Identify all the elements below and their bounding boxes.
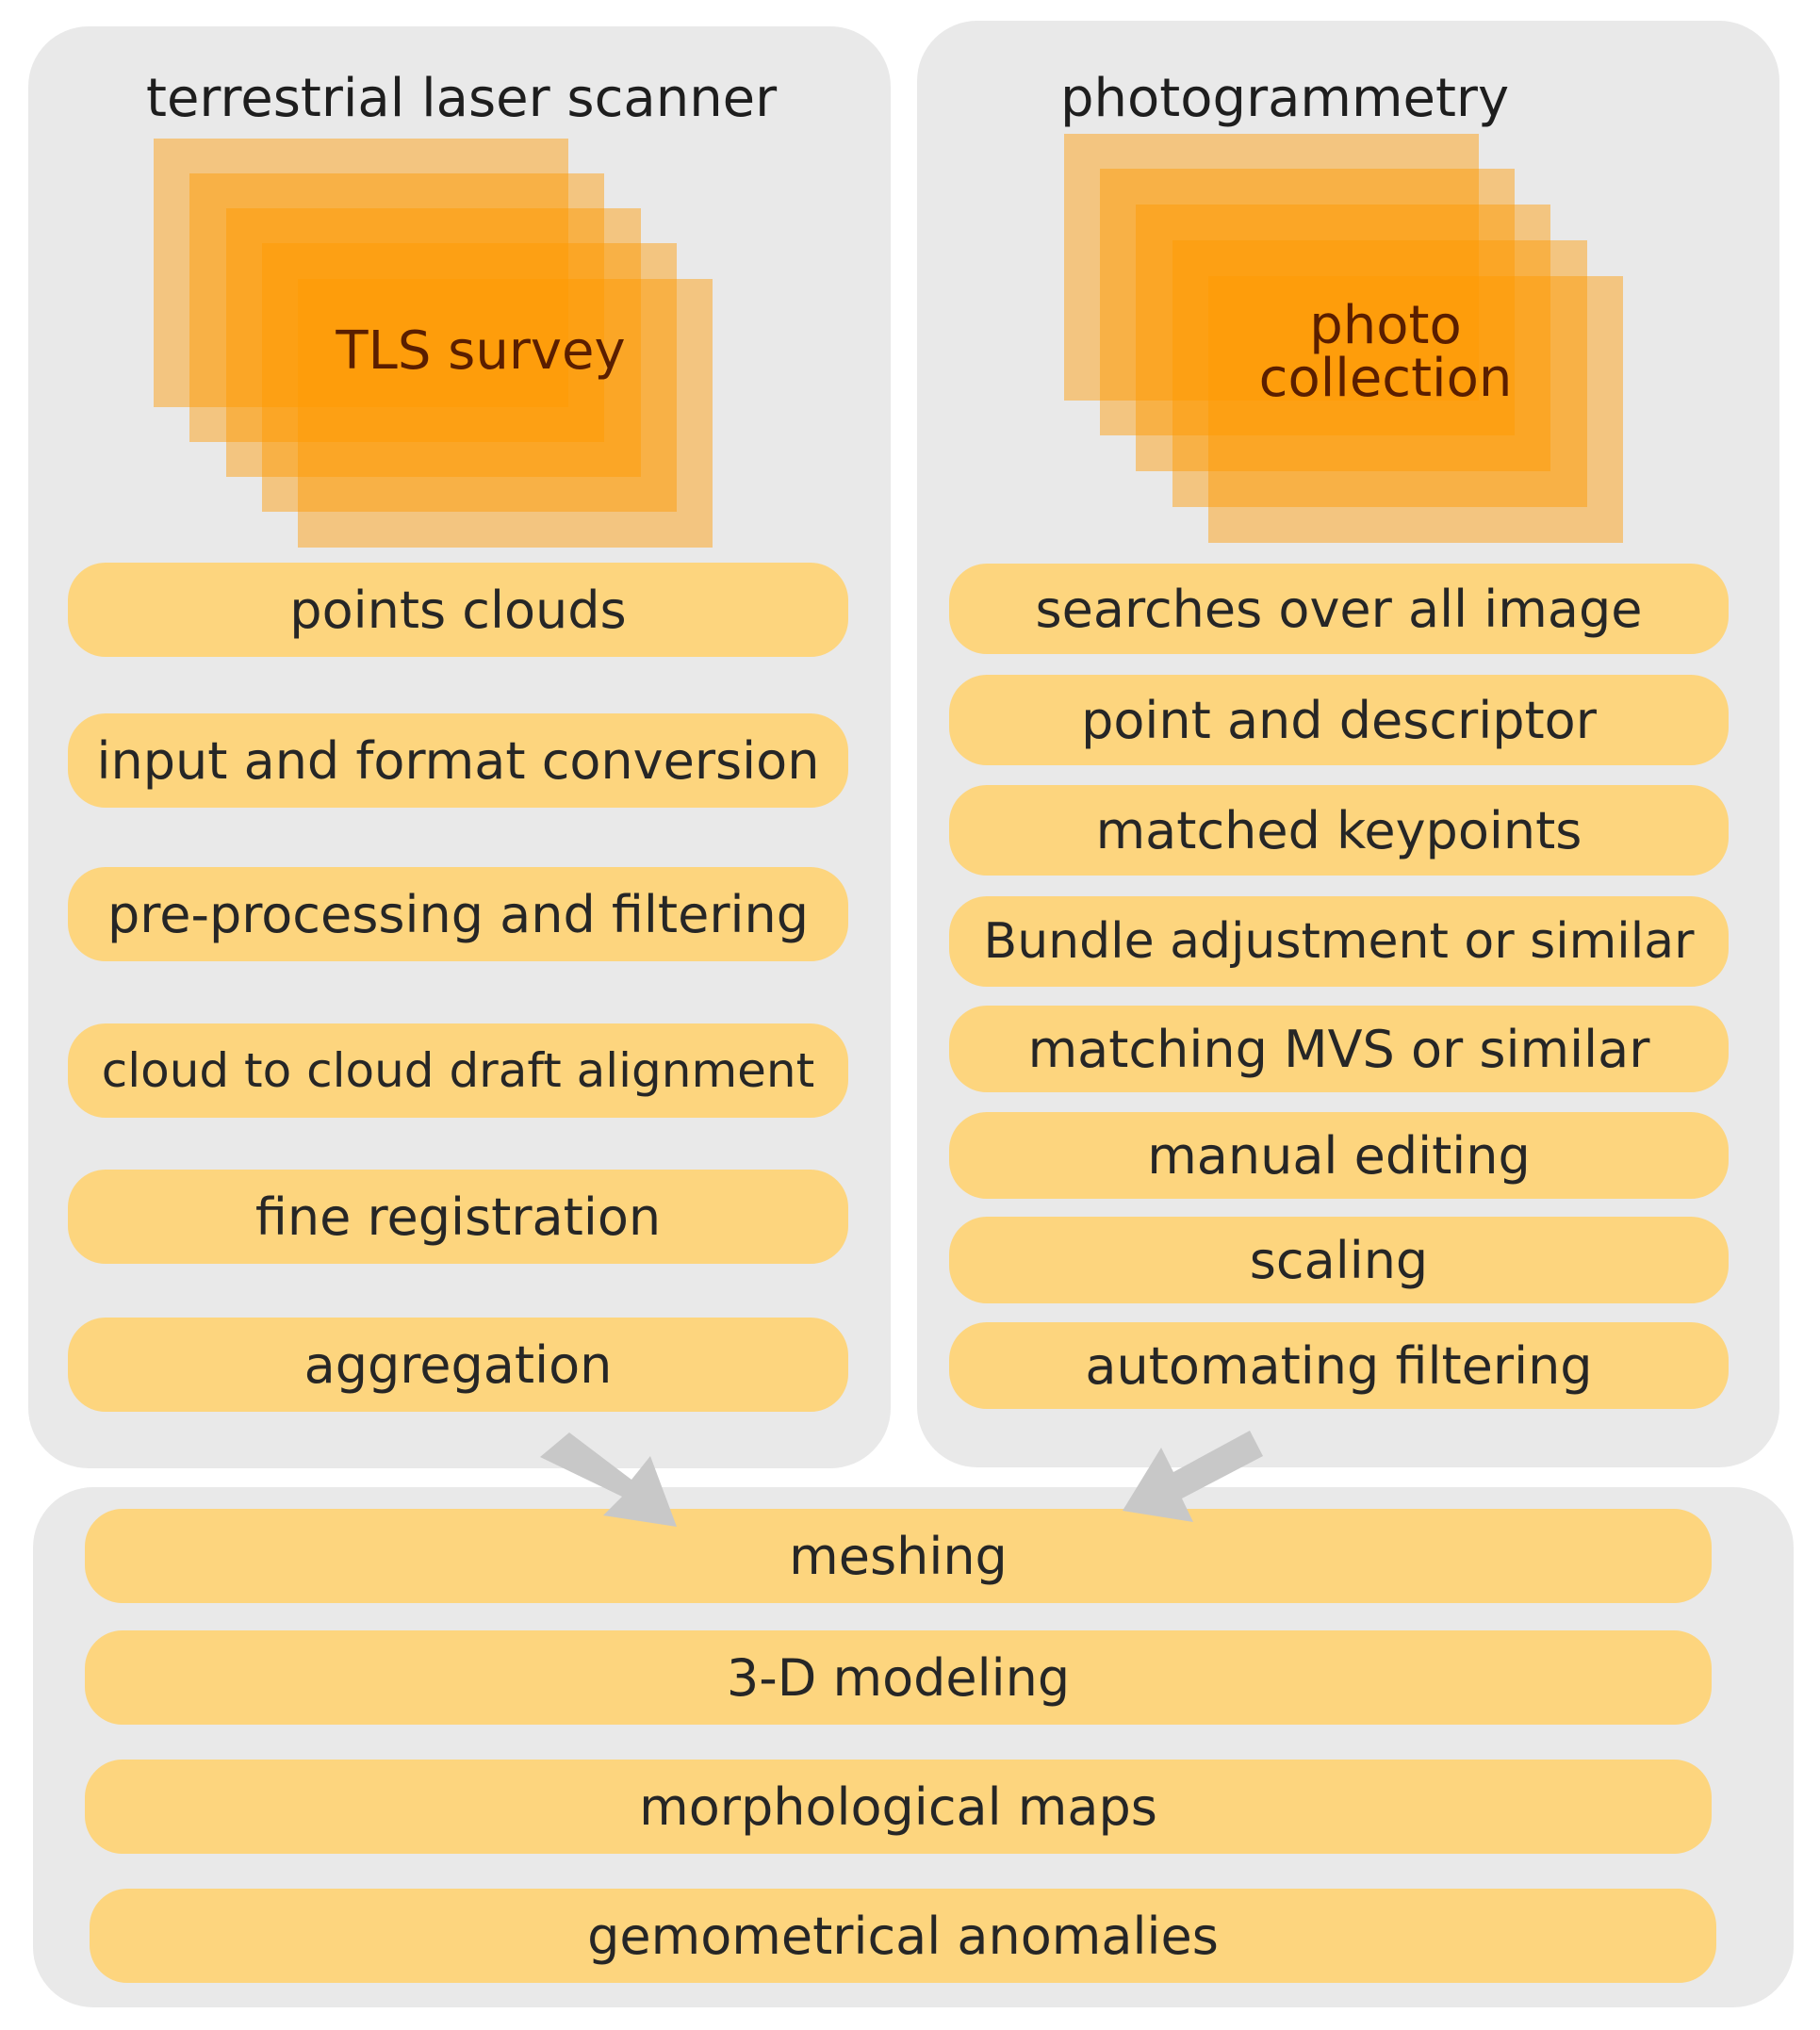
combined-step-meshing: meshing [85,1509,1712,1603]
photo-sheet [1136,205,1550,471]
photo-step-manual-editing: manual editing [949,1112,1729,1199]
arrow-right-to-bottom-icon [1123,1431,1263,1522]
tls-step-fine-registration: fine registration [68,1170,848,1264]
photo-step-scaling: scaling [949,1217,1729,1303]
photo-sheet [1064,134,1479,401]
tls-sheet [298,279,713,548]
photo-step-point-and-descriptor: point and descriptor [949,675,1729,765]
photo-sheet [1208,276,1623,543]
tls-step-pre-processing-filtering: pre-processing and filtering [68,867,848,961]
combined-step-morphological-maps: morphological maps [85,1760,1712,1854]
tls-sheet [226,208,641,477]
combined-step-geometrical-anomalies: gemometrical anomalies [90,1889,1716,1983]
photo-step-matched-keypoints: matched keypoints [949,785,1729,876]
tls-step-aggregation: aggregation [68,1318,848,1412]
tls-step-input-format-conversion: input and format conversion [68,713,848,808]
photo-step-bundle-adjustment: Bundle adjustment or similar [949,896,1729,987]
tls-sheet [262,243,677,512]
photo-sheet [1100,169,1515,435]
tls-survey-label: TLS survey [336,320,626,382]
combined-step-3d-modeling: 3-D modeling [85,1630,1712,1725]
photo-step-automating-filtering: automating filtering [949,1322,1729,1409]
tls-step-cloud-to-cloud-alignment: cloud to cloud draft alignment [68,1023,848,1118]
photo-collection-label: photo collection [1258,295,1513,409]
photo-step-searches-over-all-image: searches over all image [949,564,1729,654]
photogrammetry-title: photogrammetry [1060,68,1510,129]
arrow-left-to-bottom-icon [540,1432,677,1527]
tls-sheet [154,139,568,407]
tls-title: terrestrial laser scanner [146,68,778,129]
photo-step-matching-mvs: matching MVS or similar [949,1006,1729,1092]
tls-step-points-clouds: points clouds [68,563,848,657]
photo-sheet [1172,240,1587,507]
tls-sheet [189,173,604,442]
